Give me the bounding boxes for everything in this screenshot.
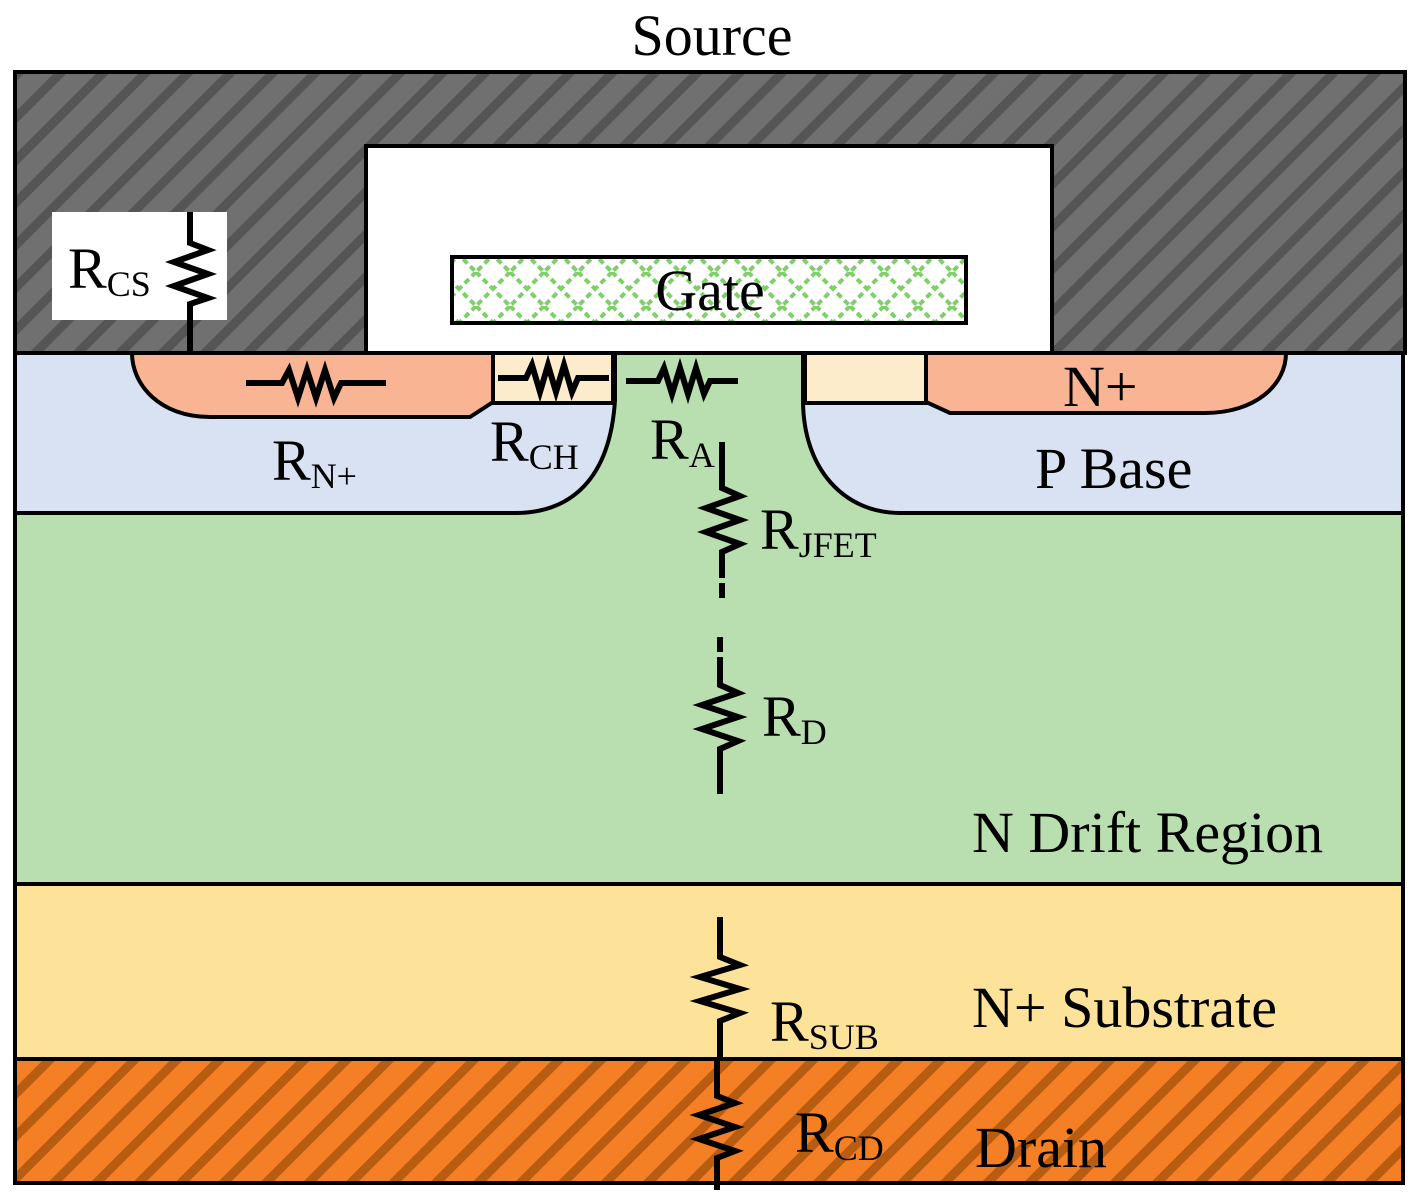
- r-n-plus-resistor: [246, 360, 386, 408]
- n-plus-label: N+: [1063, 354, 1138, 419]
- r-cs-label: RCS: [68, 236, 151, 304]
- p-base-label: P Base: [1035, 436, 1192, 501]
- source-label: Source: [631, 3, 792, 68]
- drain-label: Drain: [975, 1115, 1107, 1180]
- r-d-label: RD: [762, 684, 827, 752]
- r-n-plus-label: RN+: [272, 428, 357, 496]
- r-jfet-resistor: [696, 442, 750, 578]
- r-a-label: RA: [650, 407, 715, 475]
- r-cd-label: RCD: [795, 1100, 884, 1168]
- gate-label: Gate: [655, 258, 765, 323]
- n-plus-right: [924, 351, 1289, 415]
- r-ch-label: RCH: [490, 409, 579, 477]
- r-sub-label: RSUB: [770, 989, 879, 1057]
- gate-electrode: [450, 255, 968, 325]
- r-d-resistor: [692, 657, 748, 794]
- r-a-resistor: [626, 357, 738, 405]
- r-cs-resistor: [164, 212, 218, 353]
- r-jfet-label: RJFET: [760, 497, 877, 565]
- channel-right: [803, 351, 928, 405]
- n-drift-label: N Drift Region: [972, 800, 1323, 865]
- n-plus-substrate-label: N+ Substrate: [972, 975, 1277, 1040]
- r-cd-resistor: [689, 1059, 745, 1190]
- r-ch-resistor: [498, 354, 609, 403]
- r-sub-resistor: [689, 917, 751, 1059]
